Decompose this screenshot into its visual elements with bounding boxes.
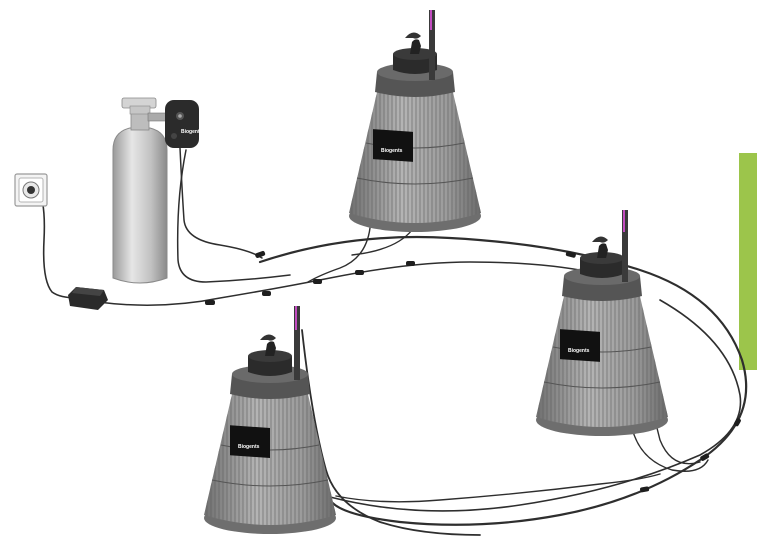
accent-bar [739, 153, 757, 370]
power-adapter-icon [68, 287, 108, 310]
mosquito-trap-icon: Biogents [536, 210, 668, 436]
mosquito-trap-icon: Biogents [204, 306, 336, 534]
pressure-regulator-icon: Biogents [165, 100, 203, 148]
trap-brand-label-2: Biogents [568, 348, 590, 354]
trap-brand-label-1: Biogents [381, 148, 403, 154]
trap-brand-label-3: Biogents [238, 444, 260, 450]
regulator-brand-label: Biogents [181, 129, 203, 135]
mosquito-trap-icon: Biogents [349, 10, 481, 232]
power-outlet-icon [15, 174, 47, 206]
co2-cylinder-icon [113, 98, 168, 283]
